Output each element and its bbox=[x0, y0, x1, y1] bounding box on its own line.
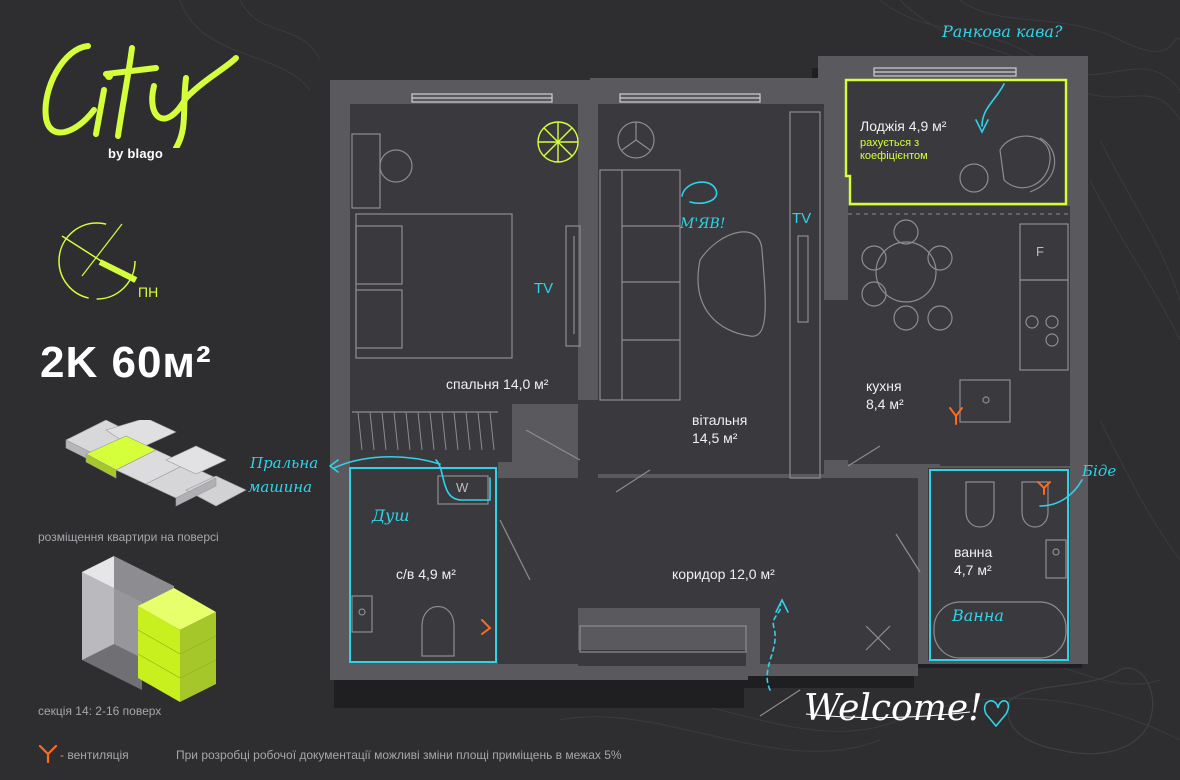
washing-machine-note-line1: Пральна bbox=[250, 454, 319, 472]
section-diagram bbox=[82, 556, 217, 702]
loggia-note-line2: коефіцієнтом bbox=[860, 150, 928, 162]
loggia-note-line1: рахується з bbox=[860, 137, 920, 149]
north-label: ПН bbox=[138, 284, 159, 300]
loggia-label: Лоджія 4,9 м² bbox=[860, 118, 947, 134]
washing-machine-note-line2: машина bbox=[248, 478, 313, 496]
bedroom-label: спальня 14,0 м² bbox=[446, 376, 549, 392]
living-room-area: 14,5 м² bbox=[692, 430, 738, 446]
welcome-note: Welcome! bbox=[804, 688, 983, 729]
bidet-note: Біде bbox=[1082, 462, 1117, 480]
living-room-label: вітальня bbox=[692, 412, 748, 428]
ventilation-icon bbox=[38, 744, 58, 764]
bathroom-label: ванна bbox=[954, 544, 993, 560]
apartment-title: 2K 60м² bbox=[40, 338, 212, 387]
floor-placement-diagram bbox=[65, 420, 247, 507]
area-disclaimer: При розробці робочої документації можлив… bbox=[176, 748, 622, 762]
floor-position-caption: розміщення квартири на поверсі bbox=[38, 530, 219, 544]
apartment-floor-plan bbox=[329, 56, 1088, 728]
kitchen-area: 8,4 м² bbox=[866, 396, 904, 412]
corridor-label: коридор 12,0 м² bbox=[672, 566, 775, 582]
kitchen-label: кухня bbox=[866, 378, 902, 394]
shower-note: Душ bbox=[372, 506, 410, 525]
city-logo bbox=[42, 43, 239, 148]
meow-note: М'ЯВ! bbox=[680, 216, 726, 232]
coffee-note: Ранкова кава? bbox=[942, 22, 1063, 41]
fridge-label: F bbox=[1036, 244, 1044, 259]
bathtub-note: Ванна bbox=[952, 606, 1004, 625]
living-tv-label: TV bbox=[792, 210, 812, 227]
wc-label: с/в 4,9 м² bbox=[396, 566, 456, 582]
washer-label: W bbox=[456, 480, 469, 495]
compass-icon bbox=[58, 222, 138, 300]
ventilation-legend: - вентиляція bbox=[60, 748, 129, 762]
bathroom-area: 4,7 м² bbox=[954, 562, 992, 578]
logo-subtitle: by blago bbox=[108, 146, 164, 161]
section-caption: секція 14: 2-16 поверх bbox=[38, 704, 162, 718]
bedroom-tv-label: TV bbox=[534, 280, 554, 297]
